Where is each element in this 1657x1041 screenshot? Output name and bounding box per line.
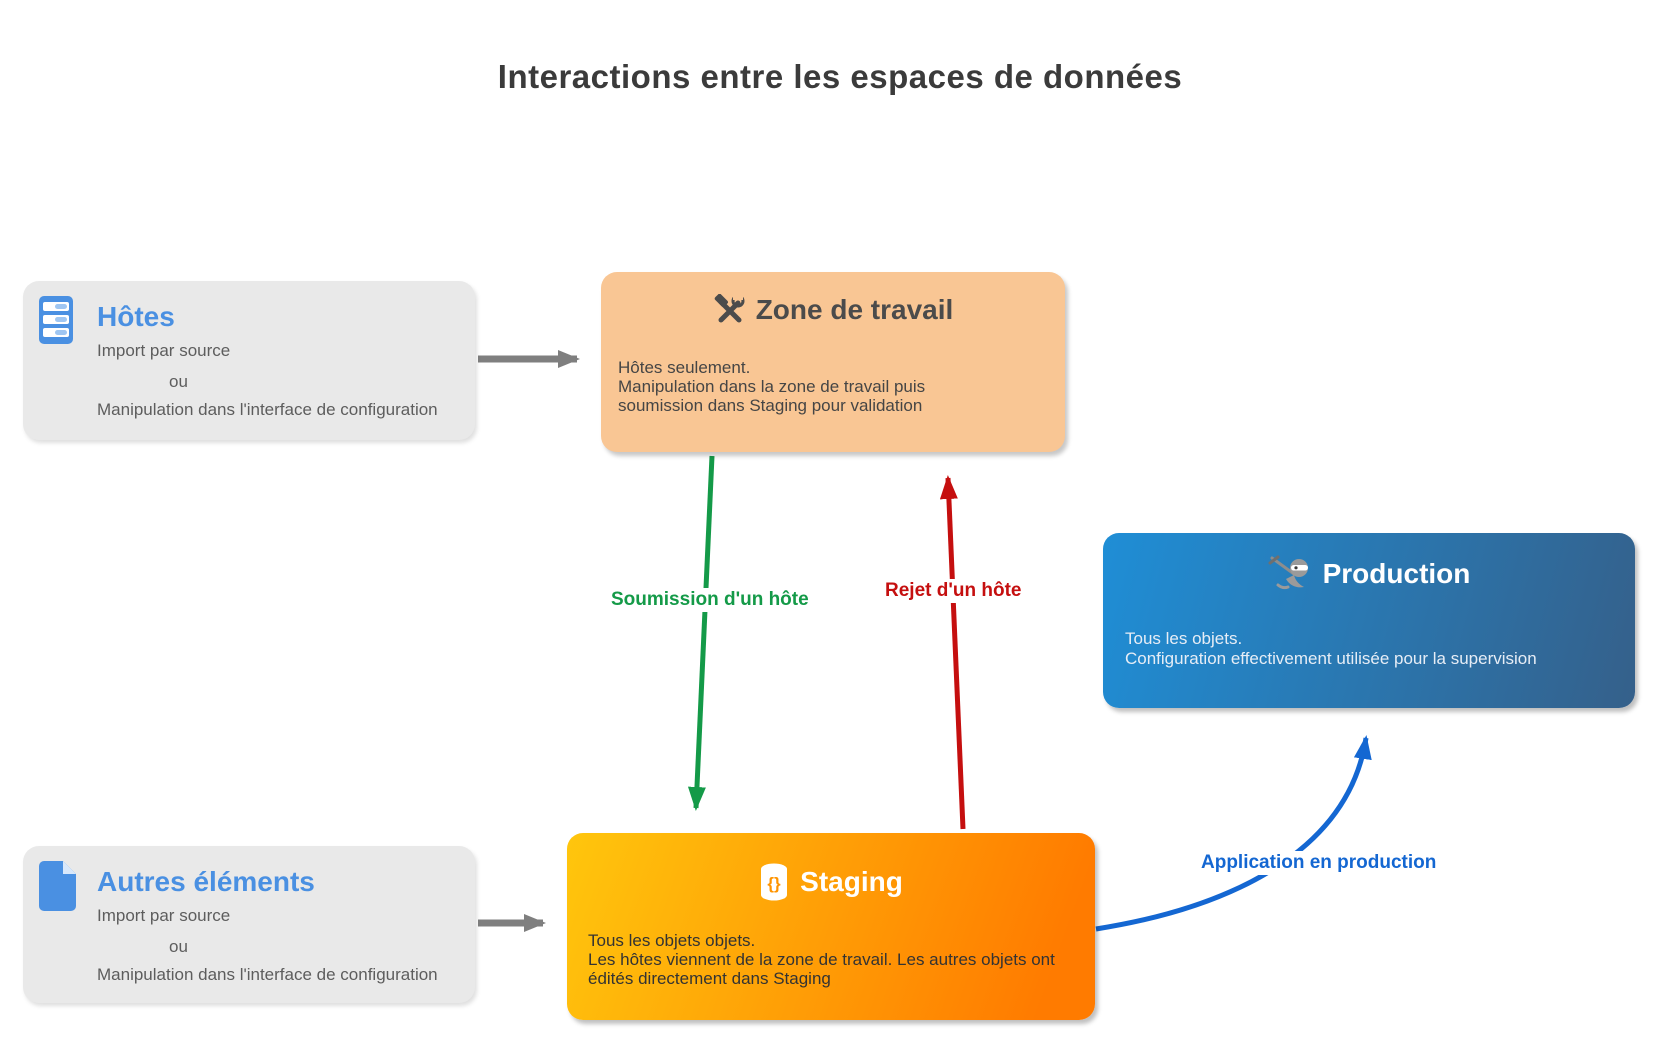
node-production: Production Tous les objets. Configuratio… (1103, 533, 1635, 708)
node-hotes-line3: Manipulation dans l'interface de configu… (97, 400, 438, 419)
node-staging-line2: Les hôtes viennent de la zone de travail… (588, 950, 1055, 989)
label-soumission: Soumission d'un hôte (608, 588, 812, 612)
node-hotes-title: Hôtes (97, 301, 175, 332)
node-zone-de-travail: Zone de travail Hôtes seulement. Manipul… (601, 272, 1065, 452)
node-zone-line2: Manipulation dans la zone de travail pui… (618, 377, 926, 416)
svg-text:{}: {} (768, 874, 782, 893)
node-autres-line2: ou (169, 937, 188, 956)
node-hotes-line2: ou (169, 372, 188, 391)
arrow-rejet (939, 475, 966, 830)
database-icon: {} (761, 863, 788, 901)
label-rejet: Rejet d'un hôte (882, 579, 1025, 603)
node-hotes: Hôtes Import par source ou Manipulation … (23, 281, 475, 440)
node-autres-line3: Manipulation dans l'interface de configu… (97, 965, 438, 984)
server-icon (39, 296, 73, 344)
node-autres-elements: Autres éléments Import par source ou Man… (23, 846, 475, 1003)
node-hotes-line1: Import par source (97, 341, 231, 360)
ninja-icon (1268, 555, 1308, 590)
node-production-title: Production (1322, 558, 1471, 589)
node-autres-title: Autres éléments (97, 866, 315, 897)
diagram-title: Interactions entre les espaces de donnée… (497, 58, 1183, 95)
node-production-line1: Tous les objets. (1125, 629, 1243, 648)
node-zone-line1: Hôtes seulement. (618, 358, 751, 377)
node-staging-title: Staging (800, 866, 903, 897)
node-zone-title: Zone de travail (755, 294, 954, 325)
tools-icon (714, 294, 745, 323)
arrow-application (1095, 735, 1372, 932)
node-production-line2: Configuration effectivement utilisée pou… (1125, 648, 1537, 668)
node-staging-line1: Tous les objets objets. (588, 931, 756, 950)
arrow-soumission (687, 455, 715, 811)
node-autres-line1: Import par source (97, 906, 231, 925)
label-application: Application en production (1198, 851, 1440, 875)
node-staging: {} Staging Tous les objets objets. Les h… (567, 833, 1095, 1020)
document-icon (39, 861, 76, 911)
